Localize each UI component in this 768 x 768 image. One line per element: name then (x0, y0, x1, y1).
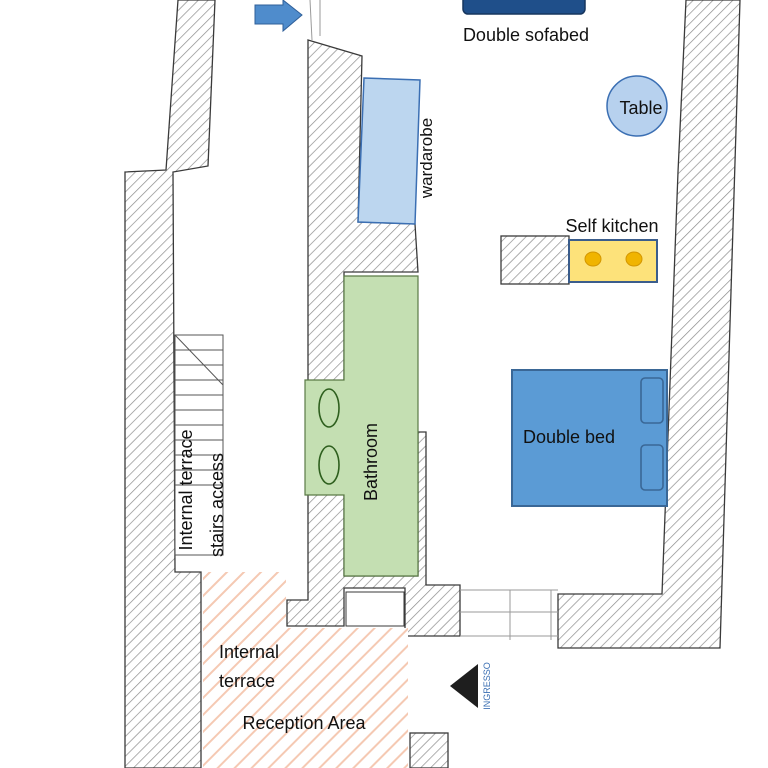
burner-icon (625, 251, 643, 267)
wardrobe (357, 77, 421, 225)
wardrobe-label: wardarobe (417, 118, 436, 199)
stairs-label-line2: stairs access (207, 453, 227, 557)
terrace-label-line1: Internal (219, 642, 279, 662)
arrow-right-icon (254, 0, 303, 33)
kitchen-wall (500, 235, 570, 285)
burner-icon (584, 251, 602, 267)
sink-icon (318, 388, 340, 428)
stairs-label-line1: Internal terrace (176, 429, 196, 550)
doorways (309, 0, 558, 640)
bathroom-label: Bathroom (361, 423, 381, 501)
sofabed-label: Double sofabed (463, 25, 589, 45)
internal-terrace (203, 572, 408, 768)
pillow-icon (640, 377, 664, 424)
sofabed (462, 0, 586, 15)
entrance-label: INGRESSO (482, 662, 492, 710)
walls (124, 0, 741, 768)
bathroom (304, 275, 419, 577)
stairs (174, 334, 224, 556)
sink-icon (318, 445, 340, 485)
outer-wall-east (557, 0, 741, 649)
entrance-wall (409, 732, 449, 768)
table-label: Table (619, 98, 662, 118)
reception-label: Reception Area (242, 713, 366, 733)
triangle-left-icon (450, 664, 478, 708)
table (606, 75, 668, 137)
outer-wall-west (124, 0, 216, 768)
bed-label: Double bed (523, 427, 615, 447)
kitchen-label: Self kitchen (565, 216, 658, 236)
kitchen-counter (568, 239, 658, 283)
pillow-icon (640, 444, 664, 491)
terrace-label-line2: terrace (219, 671, 275, 691)
